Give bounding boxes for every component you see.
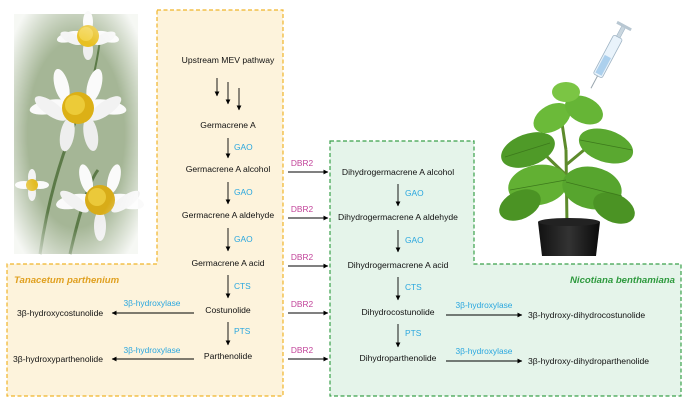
node-germacrene-a-acid: Germacrene A acid bbox=[191, 258, 264, 268]
enzyme-hydroxylase-right-2: 3β-hydroxylase bbox=[456, 346, 513, 356]
enzyme-gao-3: GAO bbox=[234, 234, 253, 244]
enzyme-hydroxylase-right-1: 3β-hydroxylase bbox=[456, 300, 513, 310]
enzyme-dbr2-5: DBR2 bbox=[291, 345, 314, 355]
species-label-tanacetum: Tanacetum parthenium bbox=[14, 275, 120, 286]
enzyme-dbr2-2: DBR2 bbox=[291, 204, 314, 214]
node-upstream-mev: Upstream MEV pathway bbox=[182, 55, 275, 65]
enzyme-cts-r: CTS bbox=[405, 282, 422, 292]
tanacetum-region-box bbox=[6, 9, 284, 397]
enzyme-hydroxylase-left-2: 3β-hydroxylase bbox=[124, 345, 181, 355]
enzyme-dbr2-3: DBR2 bbox=[291, 252, 314, 262]
node-3b-hydroxy-dihydrocostunolide: 3β-hydroxy-dihydrocostunolide bbox=[528, 310, 645, 320]
nicotiana-region-box bbox=[329, 140, 682, 397]
tanacetum-region bbox=[6, 9, 284, 397]
node-dihydrogermacrene-a-aldehyde: Dihydrogermacrene A aldehyde bbox=[338, 212, 458, 222]
enzyme-gao-2: GAO bbox=[234, 187, 253, 197]
node-3b-hydroxyparthenolide: 3β-hydroxyparthenolide bbox=[13, 354, 103, 364]
node-costunolide: Costunolide bbox=[205, 305, 251, 315]
species-label-nicotiana: Nicotiana benthamiana bbox=[570, 275, 676, 286]
tobacco-plant-with-syringe-photo bbox=[499, 20, 635, 256]
node-germacrene-a-aldehyde: Germacrene A aldehyde bbox=[182, 210, 274, 220]
enzyme-cts: CTS bbox=[234, 281, 251, 291]
enzyme-pts-r: PTS bbox=[405, 328, 422, 338]
enzyme-hydroxylase-left-1: 3β-hydroxylase bbox=[124, 298, 181, 308]
node-germacrene-a: Germacrene A bbox=[200, 120, 256, 130]
node-dihydrocostunolide: Dihydrocostunolide bbox=[361, 307, 434, 317]
feverfew-flower-photo bbox=[14, 11, 144, 255]
enzyme-gao-r1: GAO bbox=[405, 188, 424, 198]
nicotiana-region bbox=[329, 140, 682, 397]
node-3b-hydroxy-dihydroparthenolide: 3β-hydroxy-dihydroparthenolide bbox=[528, 356, 649, 366]
enzyme-gao-r2: GAO bbox=[405, 235, 424, 245]
node-3b-hydroxycostunolide: 3β-hydroxycostunolide bbox=[17, 308, 103, 318]
enzyme-dbr2-1: DBR2 bbox=[291, 158, 314, 168]
node-dihydrogermacrene-a-acid: Dihydrogermacrene A acid bbox=[348, 260, 449, 270]
node-germacrene-a-alcohol: Germacrene A alcohol bbox=[186, 164, 271, 174]
enzyme-gao-1: GAO bbox=[234, 142, 253, 152]
node-parthenolide: Parthenolide bbox=[204, 351, 252, 361]
node-dihydroparthenolide: Dihydroparthenolide bbox=[360, 353, 437, 363]
enzyme-dbr2-4: DBR2 bbox=[291, 299, 314, 309]
enzyme-pts: PTS bbox=[234, 326, 251, 336]
node-dihydrogermacrene-a-alcohol: Dihydrogermacrene A alcohol bbox=[342, 167, 454, 177]
